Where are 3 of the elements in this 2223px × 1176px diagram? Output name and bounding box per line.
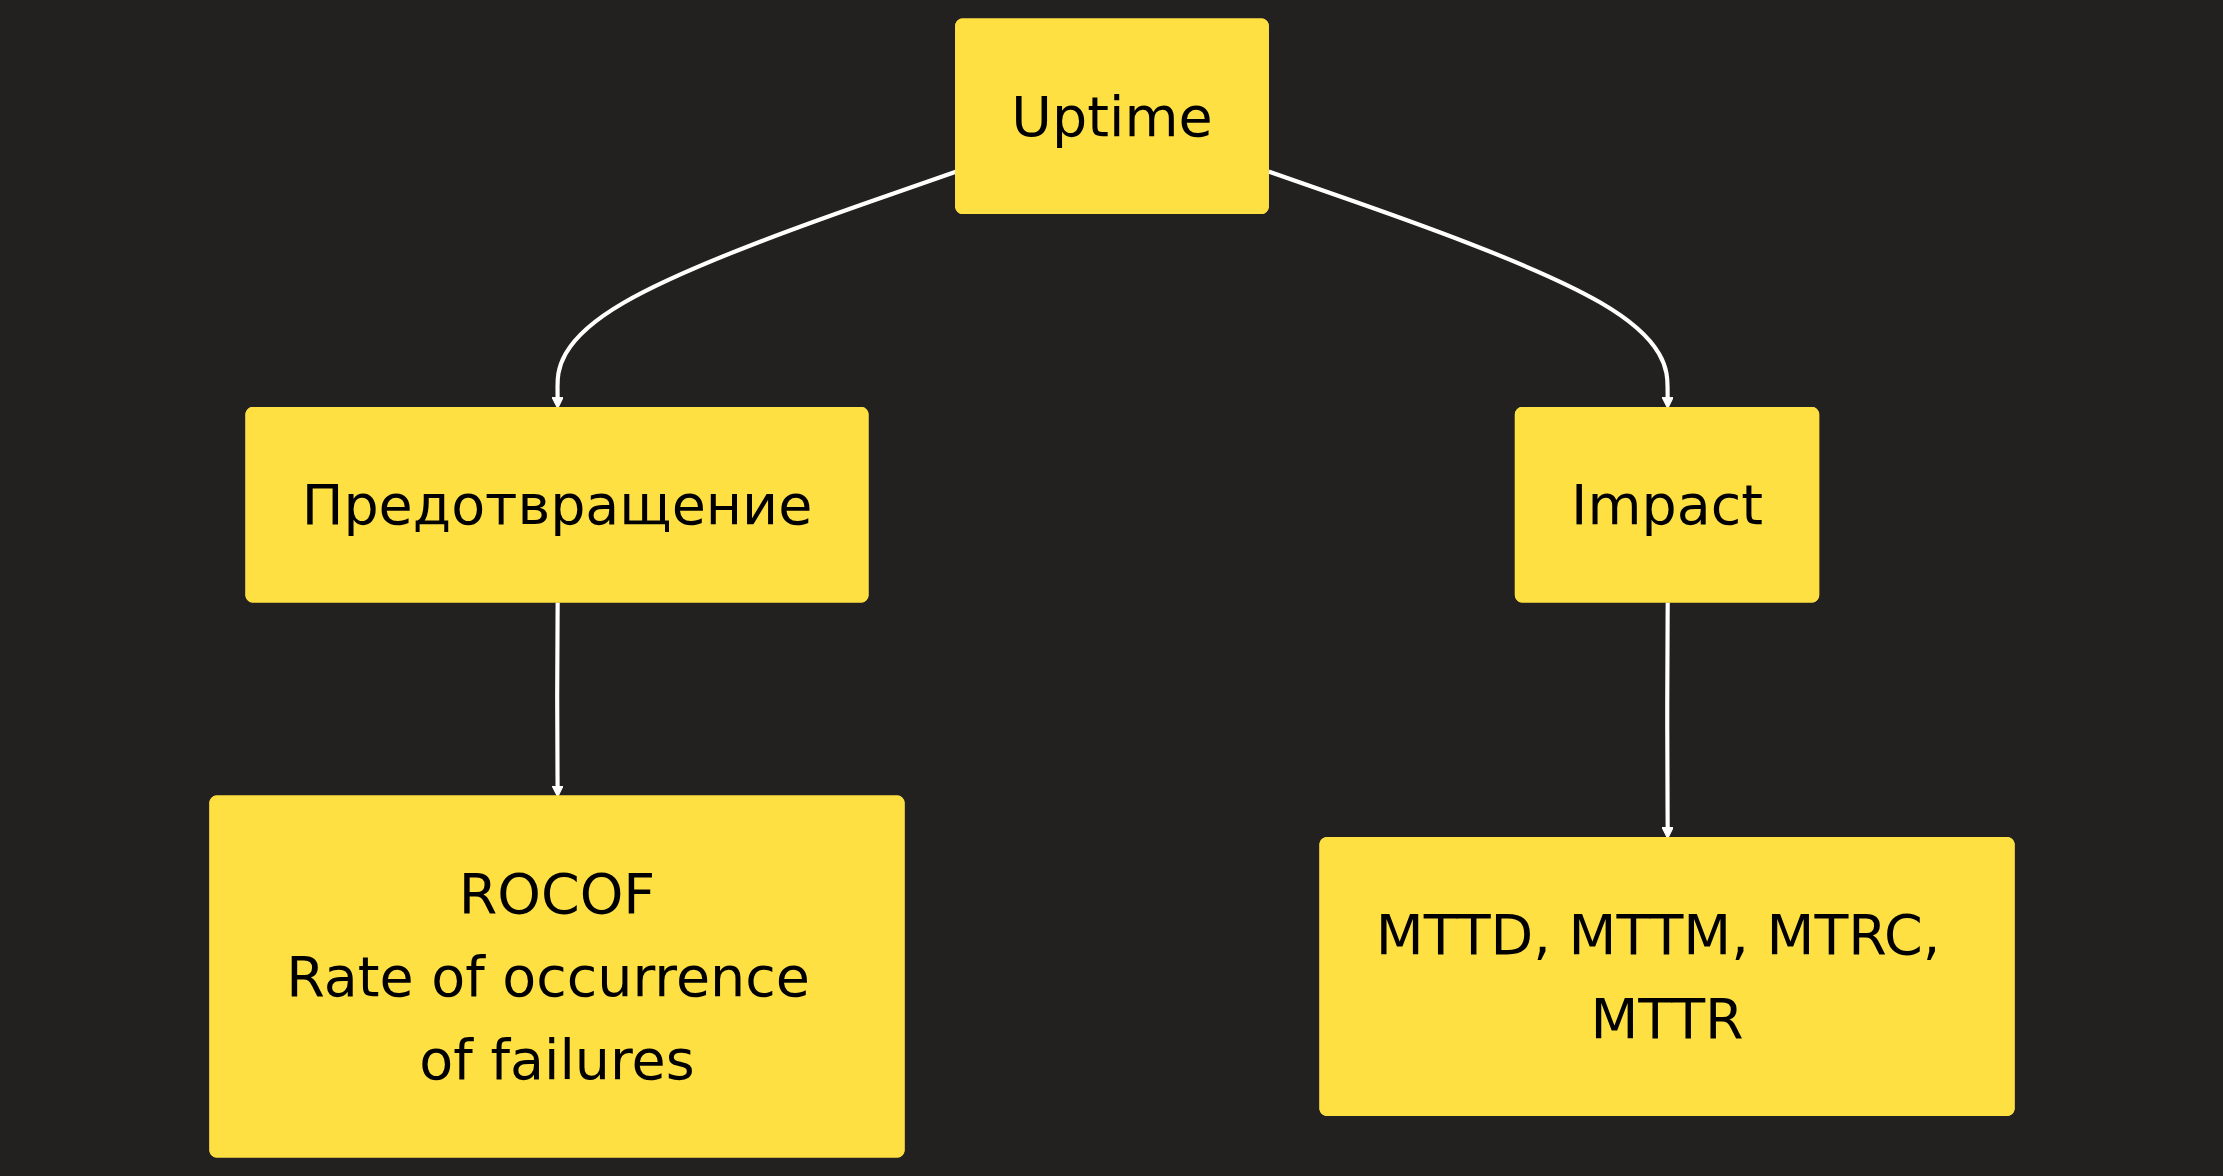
- arrow: [1267, 169, 1674, 409]
- arrow: [1661, 602, 1674, 839]
- arrow: [551, 602, 564, 798]
